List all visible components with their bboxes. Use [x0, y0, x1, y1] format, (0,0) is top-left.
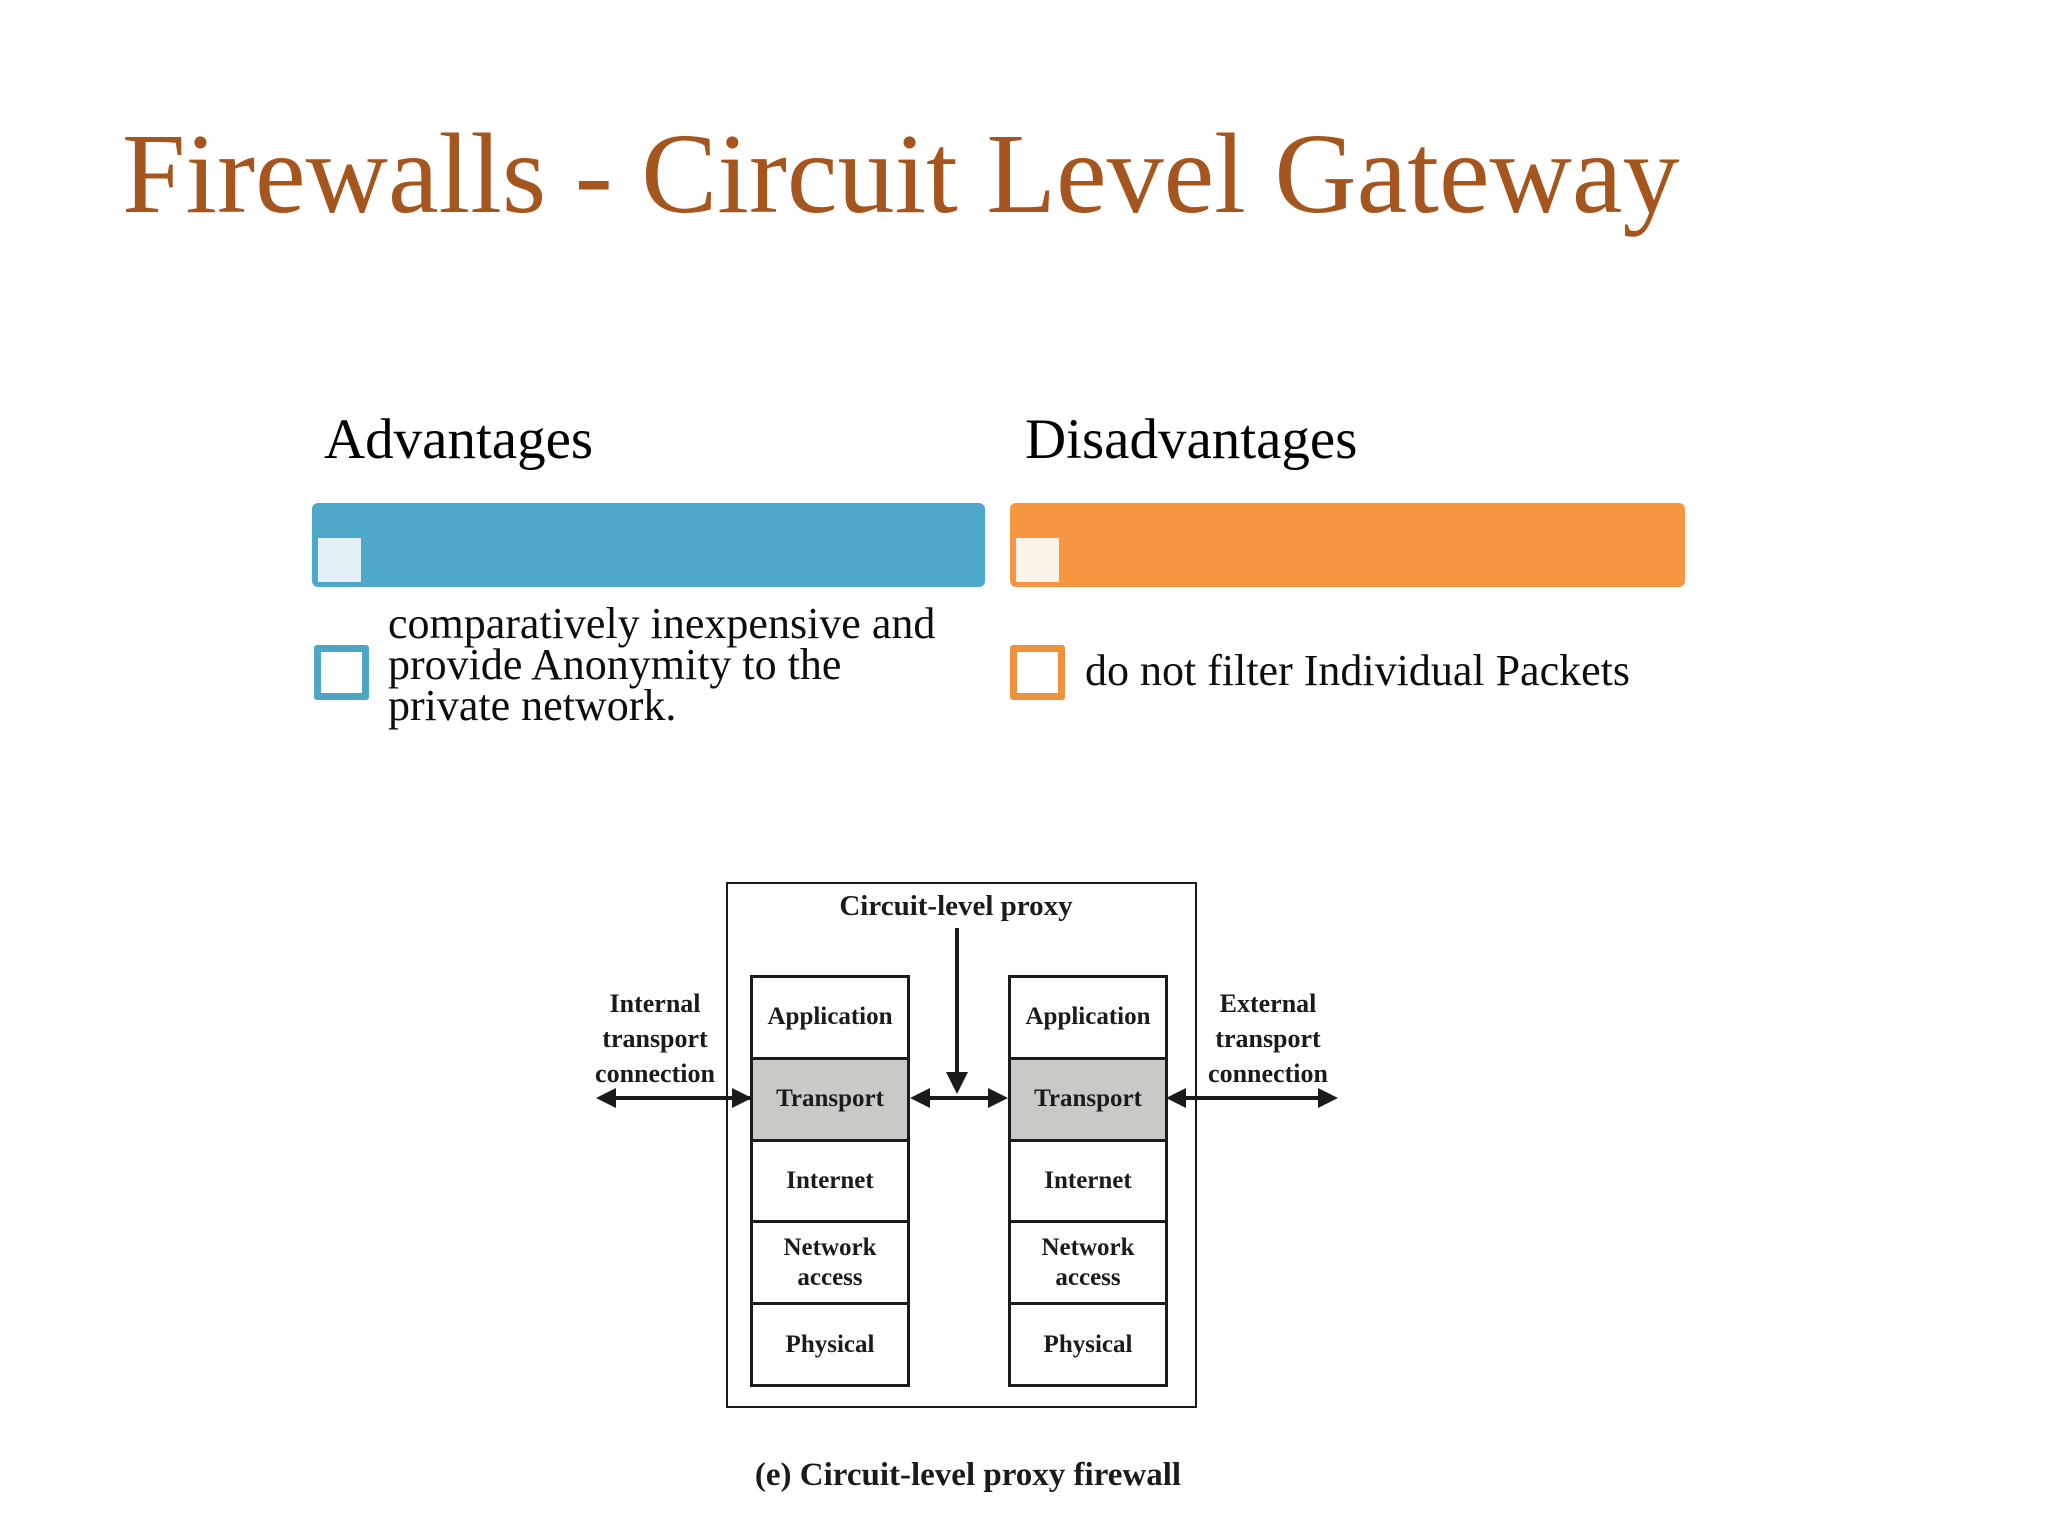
external-arrowhead-left-icon — [1166, 1088, 1186, 1108]
layer-cell-network-access: Network access — [1011, 1220, 1165, 1302]
internal-connection-arrow-icon — [610, 1096, 750, 1100]
advantages-item-line: comparatively inexpensive and — [388, 599, 936, 648]
external-protocol-stack: Application Transport Internet Network a… — [1008, 975, 1168, 1387]
slide-title: Firewalls - Circuit Level Gateway — [122, 110, 1680, 237]
advantages-accent-bar — [312, 503, 985, 587]
advantages-item-line: private network. — [388, 681, 677, 730]
advantages-item-text: comparatively inexpensive and provide An… — [388, 599, 936, 730]
diagram-top-label: Circuit-level proxy — [839, 890, 1073, 922]
internal-label-line: transport — [602, 1024, 708, 1053]
external-connection-arrow-icon — [1180, 1096, 1326, 1100]
internal-arrowhead-right-icon — [732, 1088, 752, 1108]
proxy-link-arrowhead-right-icon — [988, 1088, 1008, 1108]
layer-cell-network-access: Network access — [753, 1220, 907, 1302]
disadvantages-accent-bar — [1010, 503, 1685, 587]
disadvantages-checkbox-icon — [1010, 645, 1065, 700]
layer-cell-transport: Transport — [753, 1056, 907, 1139]
disadvantages-heading: Disadvantages — [1025, 408, 1358, 471]
proxy-link-arrowhead-left-icon — [910, 1088, 930, 1108]
internal-label-line: connection — [595, 1059, 715, 1088]
external-label-line: External — [1219, 989, 1317, 1018]
internal-protocol-stack: Application Transport Internet Network a… — [750, 975, 910, 1387]
layer-cell-application: Application — [1025, 1003, 1151, 1031]
external-label-line: transport — [1215, 1024, 1321, 1053]
proxy-link-arrow-icon — [922, 1096, 996, 1100]
advantages-item-line: provide Anonymity to the — [388, 640, 842, 689]
diagram-caption: (e) Circuit-level proxy firewall — [754, 1457, 1182, 1493]
internal-connection-label: Internal transport connection — [575, 986, 735, 1091]
external-arrowhead-right-icon — [1318, 1088, 1338, 1108]
disadvantages-item-text: do not filter Individual Packets — [1085, 646, 1630, 695]
layer-cell-internet: Internet — [753, 1138, 907, 1221]
advantages-bar-chip — [318, 538, 361, 582]
internal-arrowhead-left-icon — [596, 1088, 616, 1108]
layer-cell-physical: Physical — [1011, 1302, 1165, 1384]
advantages-checkbox-icon — [314, 645, 369, 700]
advantages-heading: Advantages — [324, 408, 594, 471]
internal-label-line: Internal — [609, 989, 701, 1018]
external-connection-label: External transport connection — [1188, 986, 1348, 1091]
disadvantages-bar-chip — [1016, 538, 1059, 582]
layer-cell-application: Application — [767, 1003, 893, 1031]
proxy-down-arrow-icon — [955, 928, 959, 1078]
layer-cell-transport: Transport — [1011, 1056, 1165, 1139]
layer-cell-physical: Physical — [753, 1302, 907, 1384]
external-label-line: connection — [1208, 1059, 1328, 1088]
proxy-down-arrowhead-icon — [946, 1072, 968, 1094]
layer-cell-internet: Internet — [1011, 1138, 1165, 1221]
